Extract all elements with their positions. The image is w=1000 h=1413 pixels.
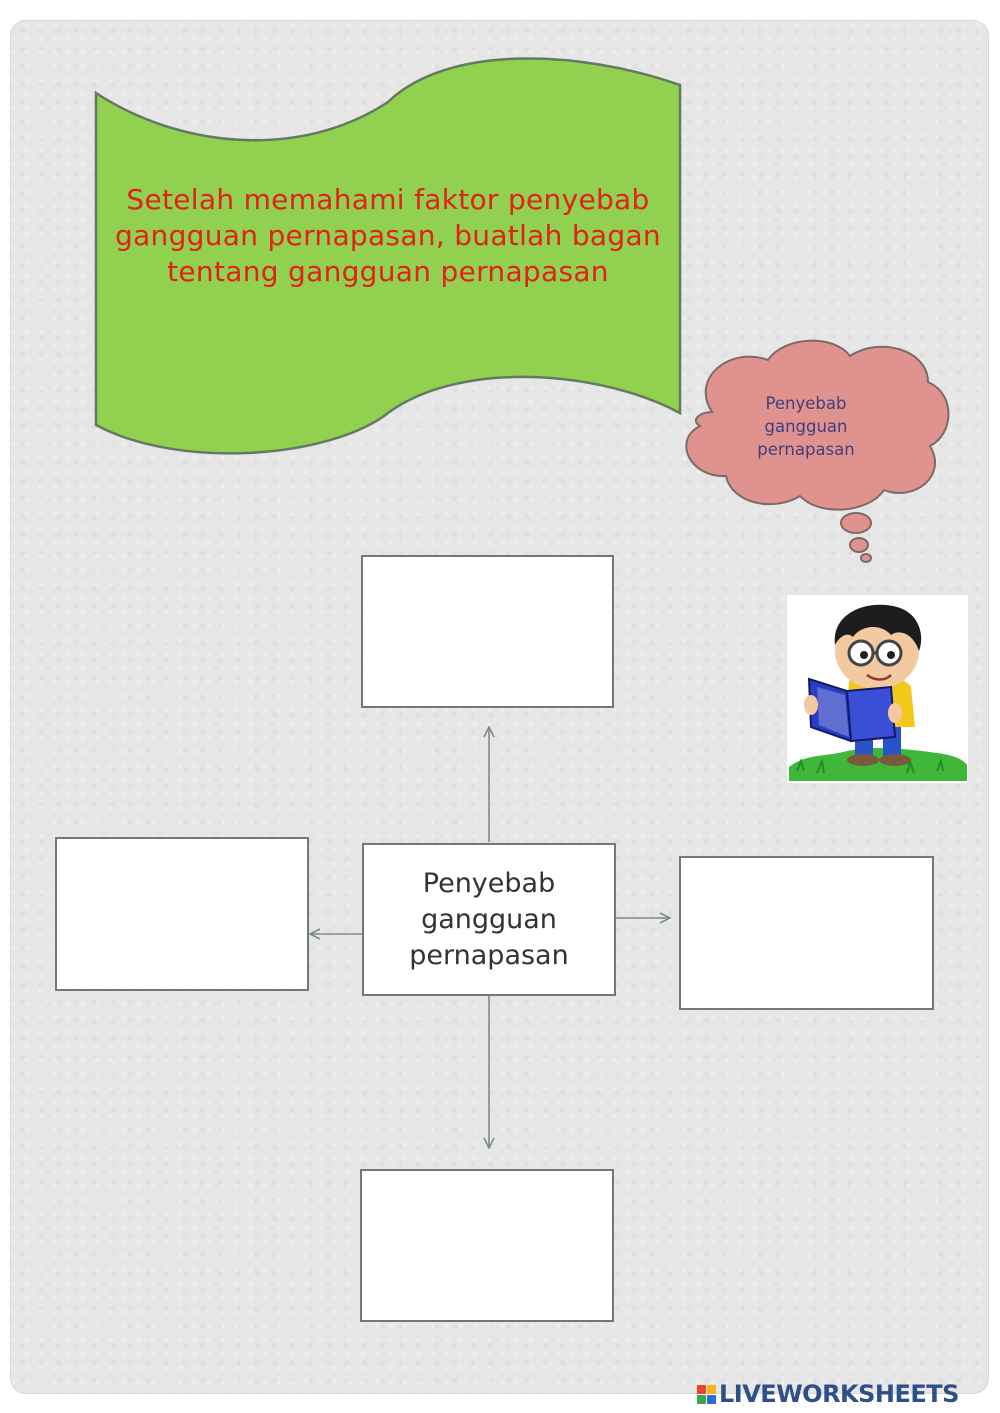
thought-cloud-label: Penyebab gangguan pernapasan [757,394,855,459]
liveworksheets-logo-icon [697,1384,716,1404]
center-topic-label: Penyebab gangguan pernapasan [409,867,569,971]
banner-instruction: Setelah memahami faktor penyebab ganggua… [115,183,661,288]
liveworksheets-brand: LIVEWORKSHEETS [719,1380,959,1408]
thought-cloud-icon [685,339,950,563]
answer-box-top[interactable] [361,555,614,708]
boy-reading-book-icon [787,595,968,783]
liveworksheets-logo: LIVEWORKSHEETS [697,1380,959,1408]
answer-box-left[interactable] [55,837,309,991]
wave-banner-shape [94,57,682,455]
center-topic-box: Penyebab gangguan pernapasan [362,843,616,996]
answer-box-right[interactable] [679,856,934,1010]
answer-box-bottom[interactable] [360,1169,614,1322]
